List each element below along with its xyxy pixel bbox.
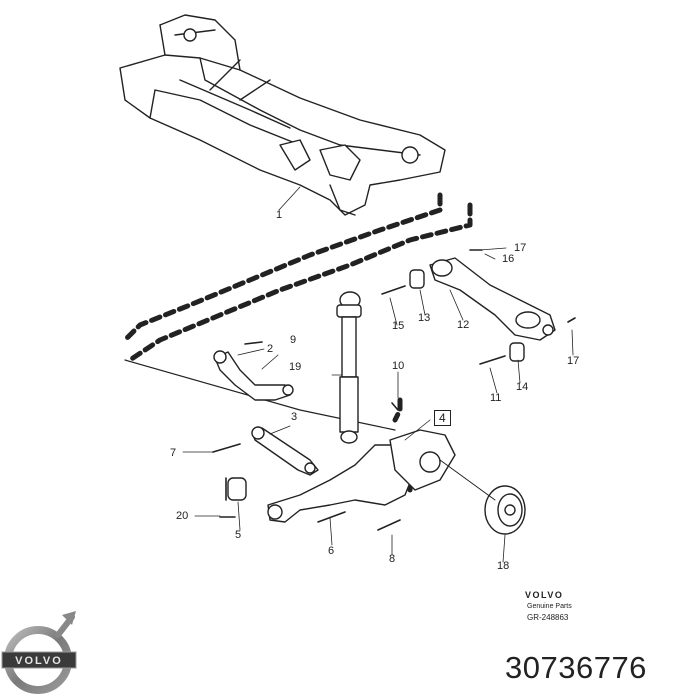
callout-20: 20 (176, 510, 189, 522)
callout-8: 8 (389, 553, 396, 565)
callout-13: 13 (418, 312, 431, 324)
rear-subframe (119, 14, 446, 216)
diagram-reference: GR-248863 (527, 613, 569, 622)
logo-text: VOLVO (15, 655, 63, 667)
callout-3: 3 (291, 411, 298, 423)
callout-17-right: 17 (567, 355, 580, 367)
callout-7: 7 (170, 447, 177, 459)
volvo-logo-icon: VOLVO (1, 611, 77, 694)
callout-5: 5 (235, 529, 242, 541)
callout-4: 4 (434, 410, 451, 426)
part-number: 30736776 (505, 650, 647, 685)
callout-11: 11 (490, 392, 502, 404)
bushing-14 (509, 342, 525, 362)
callout-1: 1 (276, 209, 283, 221)
callout-14: 14 (516, 381, 529, 393)
callout-12: 12 (457, 319, 470, 331)
callout-2: 2 (267, 343, 274, 355)
brand-label: VOLVO (525, 590, 564, 600)
callout-6: 6 (328, 545, 335, 557)
wheel-hub-18 (484, 485, 526, 535)
callout-17-top: 17 (514, 242, 527, 254)
callout-10: 10 (392, 360, 405, 372)
bushing-13 (409, 269, 425, 289)
leader-lines (182, 186, 574, 563)
genuine-parts-label: Genuine Parts (527, 603, 572, 610)
callout-19: 19 (289, 361, 302, 373)
callout-18: 18 (497, 560, 510, 572)
callout-9: 9 (290, 334, 297, 346)
callout-16: 16 (502, 253, 515, 265)
callout-15: 15 (392, 320, 405, 332)
lower-control-arm-12 (429, 257, 556, 341)
upper-arm-2 (213, 350, 294, 401)
bolts (212, 249, 576, 531)
bushing-5 (227, 477, 247, 501)
lower-arm-knuckle (267, 429, 456, 523)
shock-absorber (336, 291, 362, 444)
toe-link-3 (251, 426, 319, 476)
